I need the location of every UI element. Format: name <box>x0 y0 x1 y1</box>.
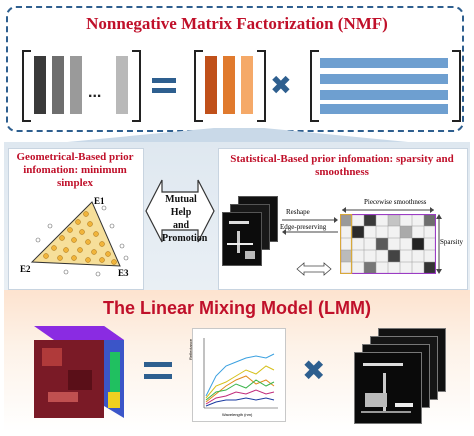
nmf-title: Nonnegative Matrix Factorization (NMF) <box>86 14 388 33</box>
hyperspectral-cube <box>34 326 124 418</box>
matrix-x-column <box>116 56 128 114</box>
reshape-arrows <box>282 217 338 235</box>
piecewise-arrow <box>342 207 434 213</box>
mutual-double-arrow <box>145 179 215 243</box>
plot-xlabel: Wavelength (nm) <box>222 412 253 417</box>
matrix-s-row <box>320 74 448 84</box>
reshape-label: Reshape <box>286 208 310 216</box>
matrix-x-column <box>70 56 82 114</box>
matrix-x-left-bracket <box>22 50 31 122</box>
sparsity-arrow <box>436 214 442 274</box>
edge-preserving-label: Edge-preserving <box>280 223 327 231</box>
abundance-map-front <box>222 212 262 266</box>
matrix-s-right-bracket <box>452 50 461 122</box>
lmm-equals-bottom <box>144 374 172 379</box>
vertex-label-e1: E1 <box>94 196 105 206</box>
lmm-title: The Linear Mixing Model (LMM) <box>103 298 371 318</box>
sparse-grid <box>340 214 436 274</box>
matrix-a-column <box>241 56 253 114</box>
statistical-heading: Statistical-Based prior infomation: spar… <box>230 153 454 178</box>
endmember-plot <box>192 328 286 422</box>
piecewise-smoothness-label: Piecewise smoothness <box>364 198 427 206</box>
matrix-a-column <box>223 56 235 114</box>
matrix-a-column <box>205 56 217 114</box>
matrix-x-ellipsis: ... <box>88 84 102 101</box>
matrix-s-row <box>320 90 448 100</box>
vertex-label-e3: E3 <box>118 268 129 278</box>
lmm-equals-top <box>144 362 172 367</box>
matrix-x-column <box>52 56 64 114</box>
edge-double-arrow <box>296 262 332 276</box>
matrix-s-row <box>320 104 448 114</box>
endmember-curves <box>203 338 278 409</box>
matrix-x-column <box>34 56 46 114</box>
equals-sign-bottom <box>152 88 176 93</box>
geometric-heading: Geometrical-Based prior infomation: mini… <box>16 151 134 189</box>
equals-sign-top <box>152 78 176 83</box>
nmf-box <box>6 6 464 132</box>
vertex-label-e2: E2 <box>20 264 31 274</box>
matrix-s-left-bracket <box>310 50 319 122</box>
plot-ylabel: Reflectance <box>188 338 193 360</box>
lmm-multiply-icon: ✖ <box>302 355 326 386</box>
sparsity-label: Sparsity <box>440 238 463 246</box>
matrix-a-right-bracket <box>257 50 266 122</box>
mutual-help-label: Mutual Help and Promotion <box>162 194 208 244</box>
matrix-x-right-bracket <box>132 50 141 122</box>
matrix-a-left-bracket <box>194 50 203 122</box>
matrix-s-row <box>320 58 448 68</box>
multiply-icon: ✖ <box>270 70 292 100</box>
simplex-diagram <box>30 201 129 277</box>
abundance-stack-1 <box>354 352 422 424</box>
